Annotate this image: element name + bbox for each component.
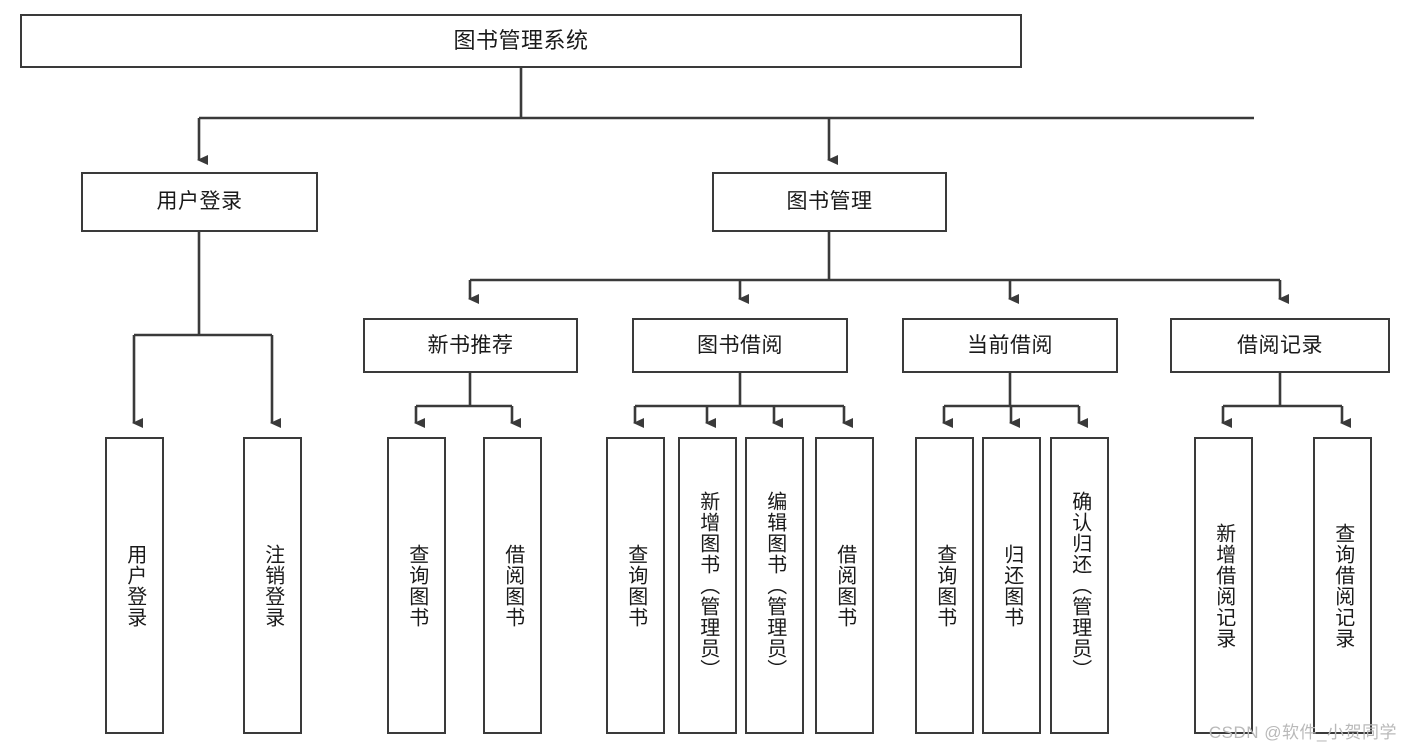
leaf-current-query-book[interactable]: 查询图书 (915, 437, 974, 734)
node-new-book-recommend[interactable]: 新书推荐 (363, 318, 578, 373)
leaf-current-return-book[interactable]: 归还图书 (982, 437, 1041, 734)
leaf-user-login-login[interactable]: 用户登录 (105, 437, 164, 734)
node-root-system[interactable]: 图书管理系统 (20, 14, 1022, 68)
node-current-borrow[interactable]: 当前借阅 (902, 318, 1118, 373)
node-book-management[interactable]: 图书管理 (712, 172, 947, 232)
leaf-user-login-logout[interactable]: 注销登录 (243, 437, 302, 734)
leaf-new-book-borrow[interactable]: 借阅图书 (483, 437, 542, 734)
node-user-login[interactable]: 用户登录 (81, 172, 318, 232)
watermark-text: CSDN @软件_小贺同学 (1208, 723, 1397, 742)
leaf-new-book-query[interactable]: 查询图书 (387, 437, 446, 734)
leaf-borrow-query-book[interactable]: 查询图书 (606, 437, 665, 734)
leaf-record-add-record[interactable]: 新增借阅记录 (1194, 437, 1253, 734)
leaf-borrow-borrow-book[interactable]: 借阅图书 (815, 437, 874, 734)
leaf-current-confirm-return-admin[interactable]: 确认归还（管理员） (1050, 437, 1109, 734)
node-book-borrow[interactable]: 图书借阅 (632, 318, 848, 373)
leaf-borrow-edit-book-admin[interactable]: 编辑图书（管理员） (745, 437, 804, 734)
leaf-borrow-add-book-admin[interactable]: 新增图书（管理员） (678, 437, 737, 734)
leaf-record-query-record[interactable]: 查询借阅记录 (1313, 437, 1372, 734)
node-borrow-record[interactable]: 借阅记录 (1170, 318, 1390, 373)
